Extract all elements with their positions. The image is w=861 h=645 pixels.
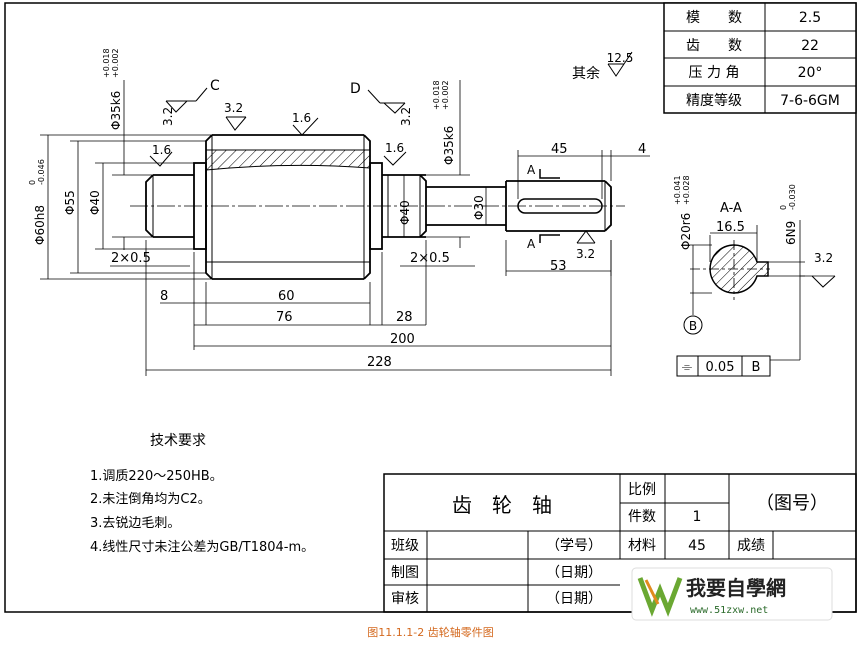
roughness-d: 3.2 xyxy=(399,107,413,126)
dim-d60: Φ60h8 xyxy=(33,205,47,245)
tolerance-value: 0.05 xyxy=(706,360,735,375)
tech-req-item-2: 2.未注倒角均为C2。 xyxy=(90,492,211,507)
roughness-aa: 3.2 xyxy=(814,251,833,265)
dim-d20-tol-lo: +0.028 xyxy=(682,175,691,205)
gear-shaft-view xyxy=(145,134,612,280)
roughness-right-journal: 1.6 xyxy=(385,141,404,155)
dim-16-5: 16.5 xyxy=(716,220,745,235)
dim-4: 4 xyxy=(638,142,646,157)
date-checked: （日期） xyxy=(546,591,602,607)
dim-d35-left-tol-lo: +0.002 xyxy=(111,48,120,78)
roughness-other-text: 其余 xyxy=(572,65,600,82)
tech-req-item-3: 3.去锐边毛刺。 xyxy=(90,516,180,531)
tolerance-frame xyxy=(676,355,771,377)
roughness-keyway: 3.2 xyxy=(576,247,595,261)
watermark-brand: 我要自學網 xyxy=(686,576,786,600)
param-label-accuracy: 精度等级 xyxy=(686,92,742,109)
dim-53: 53 xyxy=(550,259,567,274)
student-no: （学号） xyxy=(546,538,602,554)
param-label-pressure-angle: 压 力 角 xyxy=(689,65,740,81)
roughness-other: 其余 12.5 xyxy=(572,51,633,82)
dim-d35-right-tol-up: +0.018 xyxy=(432,80,441,110)
dim-d40-right: Φ40 xyxy=(398,200,412,225)
tech-req-item-1: 1.调质220～250HB。 xyxy=(90,469,223,484)
chamfer-right: 2×0.5 xyxy=(410,251,450,266)
dim-45: 45 xyxy=(551,142,568,157)
grade-label: 成绩 xyxy=(737,538,765,554)
drawing-number: （图号） xyxy=(756,493,828,514)
section-marker-c xyxy=(186,87,208,102)
dim-d40-left: Φ40 xyxy=(88,190,102,215)
dim-d35-left: Φ35k6 xyxy=(109,91,123,130)
param-value-teeth: 22 xyxy=(801,38,819,54)
roughness-left-journal: 1.6 xyxy=(152,143,171,157)
date-drawn: （日期） xyxy=(546,565,602,581)
label-c: C xyxy=(210,78,220,94)
dim-d20-tol-up: +0.041 xyxy=(673,175,682,205)
gear-parameter-table: 模 数 2.5 齿 数 22 压 力 角 20° 精度等级 7-6-6GM xyxy=(663,2,857,114)
part-name: 齿 轮 轴 xyxy=(452,493,552,517)
scale-label: 比例 xyxy=(628,482,656,498)
qty-label: 件数 xyxy=(628,509,656,525)
roughness-c: 3.2 xyxy=(161,107,175,126)
param-value-accuracy: 7-6-6GM xyxy=(780,93,840,109)
checked-label: 审核 xyxy=(391,591,419,607)
label-d: D xyxy=(350,81,361,97)
roughness-tooth: 1.6 xyxy=(292,111,311,125)
label-a-top: A xyxy=(527,163,536,177)
datum-b-label: B xyxy=(689,319,697,333)
tech-req-item-4: 4.线性尺寸未注公差为GB/T1804-m。 xyxy=(90,540,314,555)
dim-d55-left: Φ55 xyxy=(63,190,77,215)
right-diameter-dims xyxy=(403,80,487,248)
chamfer-left: 2×0.5 xyxy=(111,251,151,266)
section-marker-d xyxy=(367,89,390,104)
tolerance-datum: B xyxy=(752,360,761,375)
watermark-url: www.51zxw.net xyxy=(690,605,768,616)
dim-d20: Φ20r6 xyxy=(679,213,693,250)
tolerance-symbol: ⌯ xyxy=(682,360,693,375)
roughness-other-value: 12.5 xyxy=(607,51,634,65)
dim-keyway-tol-up: 0 xyxy=(779,205,788,210)
dim-60: 60 xyxy=(278,289,295,304)
material-value: 45 xyxy=(688,538,706,554)
dim-228: 228 xyxy=(367,355,392,370)
dim-d60-tol-lo: -0.046 xyxy=(37,159,46,185)
label-a-bottom: A xyxy=(527,237,536,251)
watermark-logo: 我要自學網 www.51zxw.net xyxy=(631,567,833,621)
param-value-pressure-angle: 20° xyxy=(798,65,823,81)
dim-d30: Φ30 xyxy=(472,195,486,220)
section-a-arrows xyxy=(539,169,560,243)
dim-keyway-tol-lo: -0.030 xyxy=(788,184,797,210)
class-label: 班级 xyxy=(391,538,419,554)
material-label: 材料 xyxy=(628,538,656,554)
roughness-gear-top: 3.2 xyxy=(224,101,243,115)
qty-value: 1 xyxy=(693,509,702,525)
section-aa-title: A-A xyxy=(720,201,742,216)
roughness-symbols xyxy=(149,100,596,244)
dim-keyway-width: 6N9 xyxy=(784,221,798,245)
dim-d35-right-tol-lo: +0.002 xyxy=(441,80,450,110)
param-value-module: 2.5 xyxy=(799,10,821,26)
datum-b-circle xyxy=(683,315,703,335)
param-label-teeth: 齿 数 xyxy=(686,38,742,54)
length-dims xyxy=(145,240,612,376)
tech-req-title: 技术要求 xyxy=(150,433,206,449)
figure-caption: 图11.1.1-2 齿轮轴零件图 xyxy=(367,626,494,639)
dim-28: 28 xyxy=(396,310,413,325)
dim-d60-tol-up: 0 xyxy=(28,180,37,185)
param-label-module: 模 数 xyxy=(686,10,742,26)
section-aa-view xyxy=(690,220,836,361)
dim-76: 76 xyxy=(276,310,293,325)
drawn-label: 制图 xyxy=(391,565,419,581)
dim-d35-left-tol-up: +0.018 xyxy=(102,48,111,78)
dim-8: 8 xyxy=(160,289,168,304)
left-diameter-dims xyxy=(40,80,212,280)
dim-200: 200 xyxy=(390,332,415,347)
title-block xyxy=(383,473,857,613)
dim-d35-right: Φ35k6 xyxy=(442,126,456,165)
